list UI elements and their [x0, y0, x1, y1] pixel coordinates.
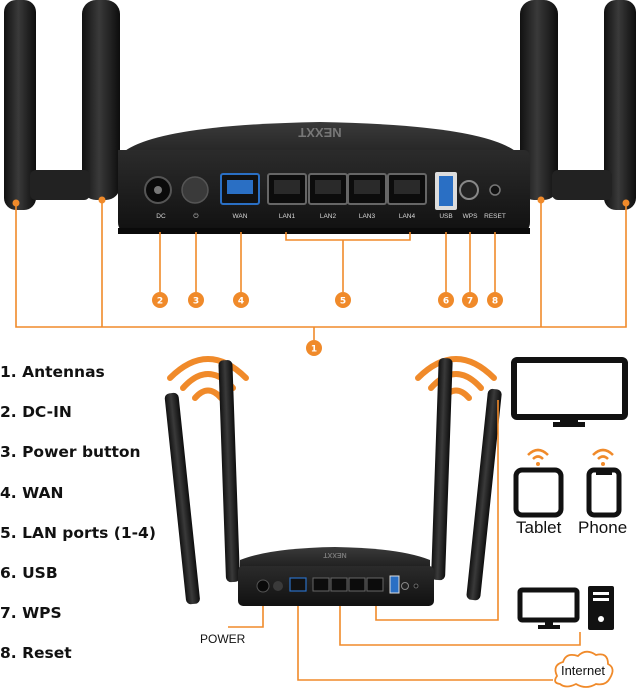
legend-item-dc-in: 2. DC-IN: [0, 403, 72, 422]
antenna-side-left-icon: [4, 0, 36, 210]
legend-item-usb: 6. USB: [0, 563, 58, 582]
svg-text:6: 6: [443, 297, 449, 307]
svg-text:5: 5: [340, 297, 346, 307]
legend-item-lan-ports: 5. LAN ports (1-4): [0, 523, 156, 542]
small-antenna-4-icon: [466, 388, 502, 601]
port-label-power: ⏻: [193, 213, 198, 220]
power-label: POWER: [200, 632, 246, 646]
port-label-wps: WPS: [463, 213, 478, 220]
tablet-icon: [513, 448, 564, 518]
svg-text:8: 8: [492, 297, 498, 307]
callout-badge-7: 7: [462, 292, 478, 308]
port-label-lan3: LAN3: [359, 213, 376, 220]
power-button: [181, 176, 209, 204]
small-router-brand-logo: NEXXT: [323, 551, 347, 558]
svg-text:2: 2: [157, 297, 163, 307]
small-antenna-1-icon: [164, 392, 200, 605]
svg-text:3: 3: [193, 297, 199, 307]
callout-badge-1: 1: [306, 340, 322, 356]
port-label-usb: USB: [439, 213, 452, 220]
callout-badge-4: 4: [233, 292, 249, 308]
reset-button: [489, 184, 501, 196]
large-router: NEXXT: [4, 0, 636, 234]
antenna-back-right-icon: [520, 0, 558, 200]
port-label-lan1: LAN1: [279, 213, 296, 220]
port-label-lan2: LAN2: [320, 213, 337, 220]
internet-label: Internet: [560, 663, 606, 678]
legend-item-wan: 4. WAN: [0, 483, 64, 502]
antenna-back-left-icon: [82, 0, 120, 200]
connection-lines: [228, 400, 581, 681]
usb-port: [435, 172, 457, 210]
callout-badge-2: 2: [152, 292, 168, 308]
port-label-lan4: LAN4: [399, 213, 416, 220]
dc-in-port: [144, 176, 172, 204]
port-label-reset: RESET: [484, 213, 506, 220]
callout-badge-3: 3: [188, 292, 204, 308]
wps-button: [459, 180, 479, 200]
svg-text:7: 7: [467, 297, 473, 307]
port-label-dc: DC: [156, 213, 166, 220]
legend-list: 1. Antennas 2. DC-IN 3. Power button 4. …: [0, 352, 200, 674]
internet-cloud-icon: [554, 650, 614, 688]
desktop-computer-icon: [517, 586, 614, 630]
legend-item-reset: 8. Reset: [0, 644, 72, 663]
callout-badge-6: 6: [438, 292, 454, 308]
phone-label: Phone: [578, 518, 628, 537]
small-antenna-2-icon: [218, 360, 240, 583]
legend-item-power-button: 3. Power button: [0, 443, 141, 462]
lan-port-2: [308, 173, 348, 205]
svg-text:1: 1: [311, 345, 317, 355]
legend-item-wps: 7. WPS: [0, 604, 62, 623]
router-brand-logo: NEXXT: [298, 125, 341, 140]
lan-port-1: [267, 173, 307, 205]
legend-item-antennas: 1. Antennas: [0, 363, 105, 381]
wan-port: [220, 173, 260, 205]
monitor-icon: [511, 357, 628, 427]
callout-badge-5: 5: [335, 292, 351, 308]
callout-lines: [15, 203, 627, 340]
lan-port-3: [347, 173, 387, 205]
lan-port-4: [387, 173, 427, 205]
svg-text:4: 4: [238, 297, 244, 307]
tablet-label: Tablet: [516, 518, 562, 537]
small-antenna-3-icon: [431, 358, 453, 581]
antenna-side-right-icon: [604, 0, 636, 210]
phone-icon: [586, 448, 622, 518]
wifi-waves-right-icon: [415, 356, 497, 401]
port-label-wan: WAN: [233, 213, 248, 220]
callout-badge-8: 8: [487, 292, 503, 308]
small-router: NEXXT: [164, 358, 502, 606]
